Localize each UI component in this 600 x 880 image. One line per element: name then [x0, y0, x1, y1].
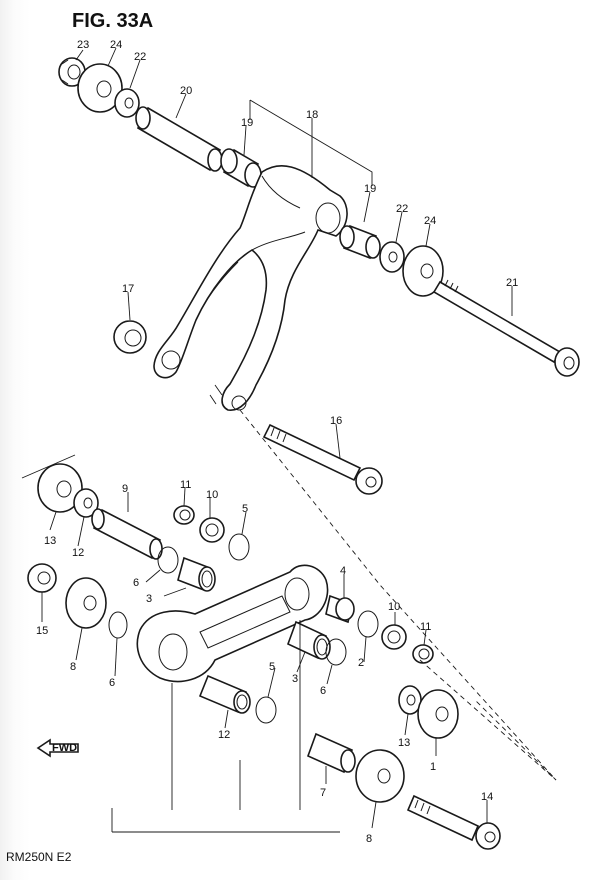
callout-2: 2: [358, 657, 364, 669]
part-22-washer: [379, 241, 405, 273]
part-20-spacer: [135, 106, 223, 172]
callout-12: 12: [72, 547, 84, 559]
callout-13: 13: [44, 535, 56, 547]
part-21-bolt: [432, 279, 580, 377]
part-10-seal: [199, 517, 225, 543]
callout-11: 11: [180, 479, 191, 491]
callout-15: 15: [36, 625, 48, 637]
part-5-o-ring: [357, 610, 379, 638]
part-8-washer: [355, 749, 405, 803]
fwd-arrow-icon: FWD: [36, 738, 79, 758]
callout-23: 23: [77, 39, 89, 51]
part-4-collar: [325, 594, 355, 624]
callout-19: 19: [364, 183, 376, 195]
callout-21: 21: [506, 277, 518, 289]
part-14-bolt: [406, 794, 501, 850]
part-10-seal: [381, 624, 407, 650]
callout-16: 16: [330, 415, 342, 427]
part-6-o-ring: [325, 638, 347, 666]
part-6-o-ring: [255, 696, 277, 724]
part-12-washer: [73, 488, 99, 518]
callout-19: 19: [241, 117, 253, 129]
part-19-bearing: [339, 224, 381, 260]
part-7-spacer: [306, 732, 356, 774]
part-3-bearing: [177, 556, 216, 592]
callout-4: 4: [340, 565, 346, 577]
callout-24: 24: [424, 215, 436, 227]
callout-13: 13: [398, 737, 410, 749]
callout-10: 10: [388, 601, 400, 613]
callout-6: 6: [320, 685, 326, 697]
callout-3: 3: [146, 593, 152, 605]
part-13-washer: [37, 463, 83, 513]
part-15-nut: [27, 563, 57, 593]
part-3-bearing: [286, 620, 331, 660]
part-2-bearing: [198, 674, 251, 714]
part-19-bearing: [220, 148, 262, 188]
leader-lines: [41, 47, 513, 829]
callout-17: 17: [122, 283, 134, 295]
callout-5: 5: [269, 661, 275, 673]
model-code: RM250N E2: [6, 850, 72, 864]
part-13-washer: [417, 689, 459, 739]
callout-24: 24: [110, 39, 122, 51]
callout-3: 3: [292, 673, 298, 685]
callout-22: 22: [134, 51, 146, 63]
part-18-cushion-lever: [153, 165, 348, 411]
callout-5: 5: [242, 503, 248, 515]
fwd-label: FWD: [52, 742, 77, 754]
part-22-washer: [114, 88, 140, 118]
part-17-nut: [113, 320, 147, 354]
callout-9: 9: [122, 483, 128, 495]
callout-6: 6: [133, 577, 139, 589]
part-5-o-ring: [228, 533, 250, 561]
part-9-spacer: [91, 508, 163, 560]
callout-8: 8: [366, 833, 372, 845]
callout-8: 8: [70, 661, 76, 673]
part-11-cap: [412, 644, 434, 664]
callout-7: 7: [320, 787, 326, 799]
part-6-o-ring: [157, 546, 179, 574]
part-6-o-ring: [108, 611, 128, 639]
part-12-washer: [398, 685, 422, 715]
part-8-washer: [65, 577, 107, 629]
callout-1: 1: [430, 761, 436, 773]
part-11-cap: [173, 505, 195, 525]
part-1-cushion-rod: [136, 564, 329, 683]
callout-22: 22: [396, 203, 408, 215]
callout-6: 6: [109, 677, 115, 689]
callout-20: 20: [180, 85, 192, 97]
part-24-washer: [77, 63, 123, 113]
callout-18: 18: [306, 109, 318, 121]
part-24-washer: [402, 245, 444, 297]
part-16-bolt: [262, 423, 383, 495]
callout-10: 10: [206, 489, 218, 501]
callout-12: 12: [218, 729, 230, 741]
figure-title: FIG. 33A: [72, 10, 154, 32]
callout-14: 14: [481, 791, 493, 803]
callout-11: 11: [420, 621, 431, 633]
